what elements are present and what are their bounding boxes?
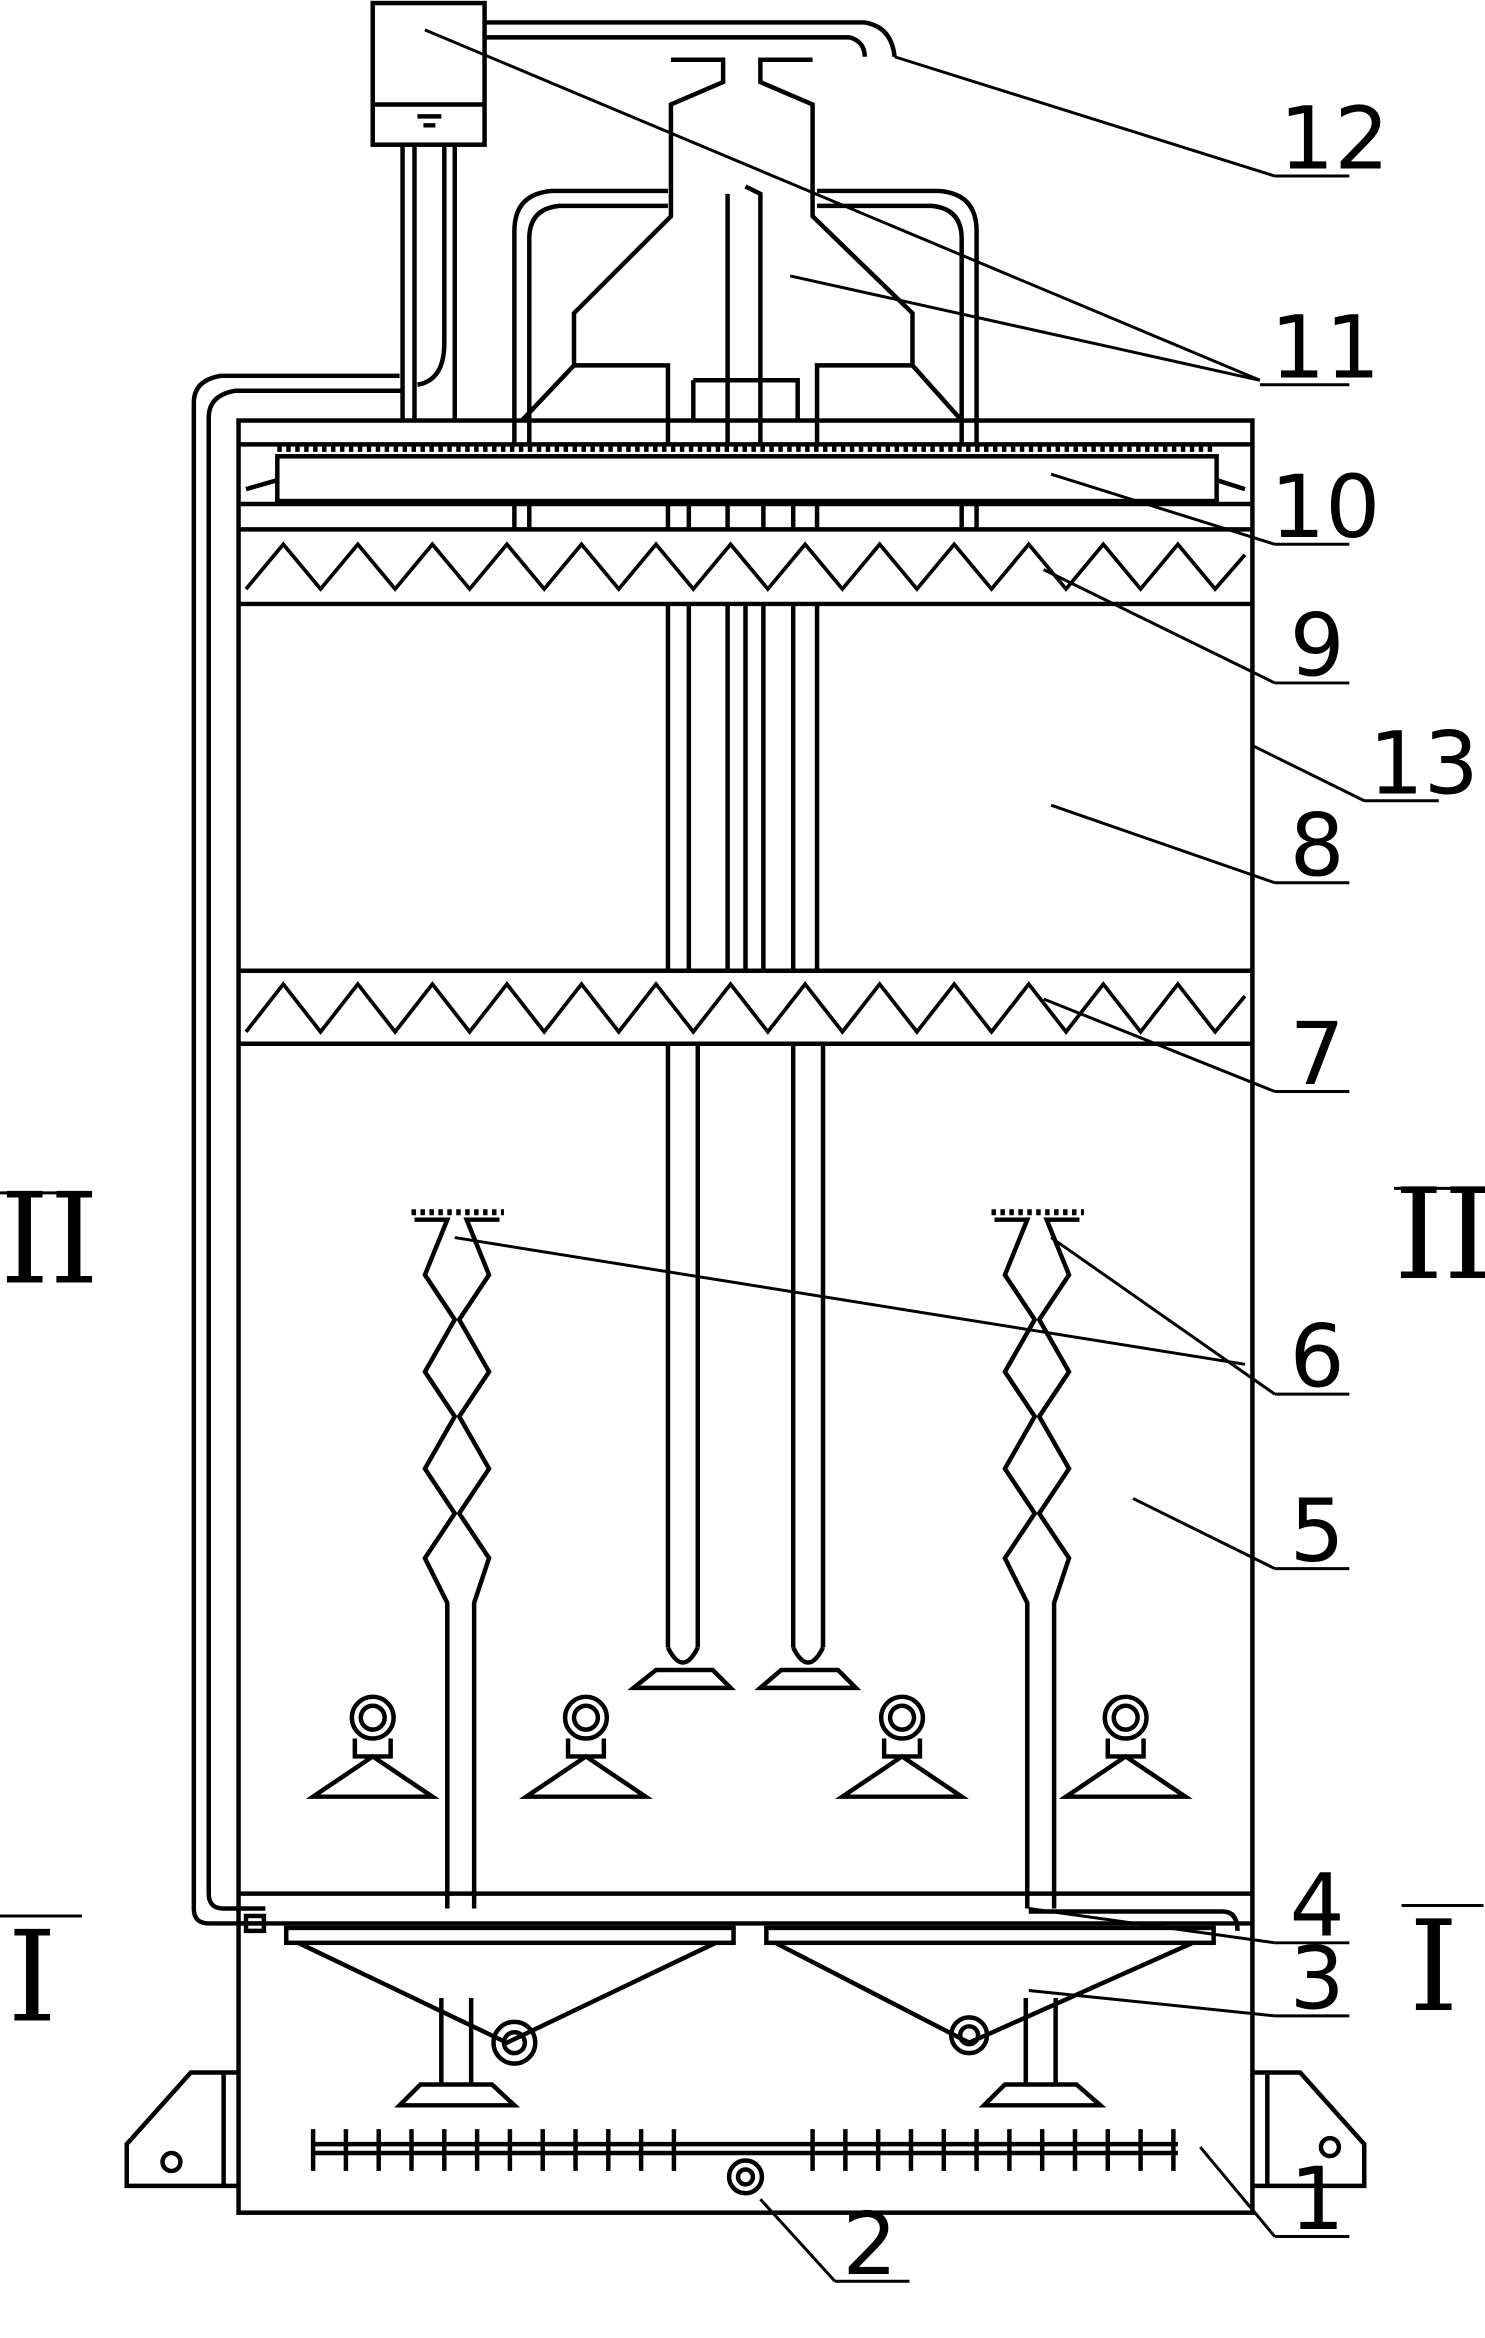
upper-packing-layer bbox=[238, 541, 1253, 607]
three-phase-separator bbox=[512, 57, 979, 530]
central-riser-pipes bbox=[627, 603, 862, 1691]
part-label-7: 7 bbox=[1290, 1005, 1345, 1105]
part-label-4: 4 bbox=[1290, 1856, 1345, 1956]
support-legs bbox=[124, 2070, 1367, 2189]
bottom-distributor-pipe bbox=[310, 2129, 1178, 2196]
distribution-plate bbox=[238, 1891, 1253, 2108]
section-mark-i-left: I bbox=[7, 1904, 56, 2050]
part-label-10: 10 bbox=[1270, 458, 1380, 558]
gas-collection-plate bbox=[245, 445, 1246, 504]
wavy-riser-tubes bbox=[411, 1209, 1084, 1909]
part-label-9: 9 bbox=[1290, 596, 1345, 696]
lower-packing-layer bbox=[238, 968, 1253, 1046]
section-marks: II II I I bbox=[0, 1162, 1485, 2050]
aerator-nozzles bbox=[305, 1694, 1193, 1799]
water-seal-tank bbox=[370, 0, 897, 421]
part-label-8: 8 bbox=[1290, 796, 1345, 896]
part-label-12: 12 bbox=[1279, 90, 1389, 190]
section-mark-ii-right: II bbox=[1394, 1162, 1485, 1308]
part-label-3: 3 bbox=[1290, 1929, 1345, 2029]
external-return-pipe bbox=[191, 373, 403, 1934]
vessel-body bbox=[236, 418, 1255, 2215]
part-label-6: 6 bbox=[1290, 1308, 1345, 1408]
part-label-13: 13 bbox=[1369, 714, 1479, 814]
section-mark-ii-left: II bbox=[0, 1166, 99, 1312]
part-label-5: 5 bbox=[1290, 1482, 1345, 1582]
part-label-2: 2 bbox=[842, 2195, 897, 2295]
section-mark-i-right: I bbox=[1409, 1894, 1458, 2040]
part-label-11: 11 bbox=[1270, 298, 1380, 398]
drawing-lines bbox=[0, 0, 1484, 2283]
leader-lines bbox=[0, 28, 1484, 2283]
part-label-1: 1 bbox=[1290, 2150, 1345, 2250]
part-labels: 12 11 10 9 13 8 7 6 5 4 3 1 2 bbox=[842, 90, 1478, 2295]
